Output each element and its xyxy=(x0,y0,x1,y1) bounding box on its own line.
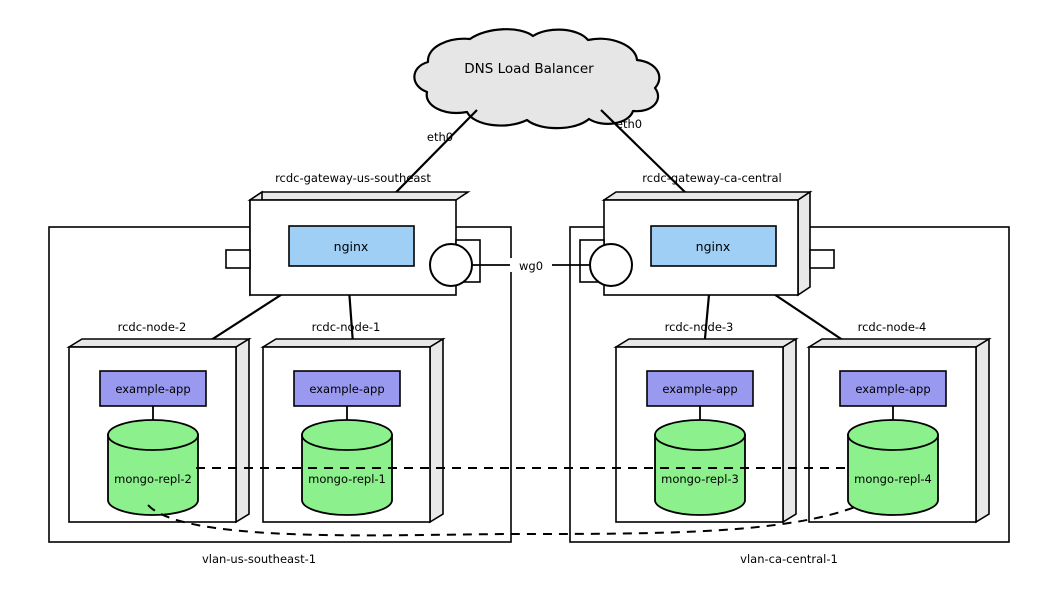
dns-load-balancer-cloud: DNS Load Balancer xyxy=(413,28,661,130)
node-rcdc-node-4[interactable]: rcdc-node-4 example-app mongo-repl-4 xyxy=(806,320,992,524)
link-eth0-left-label: eth0 xyxy=(427,130,453,144)
gateway-right-label: rcdc-gateway-ca-central xyxy=(642,171,781,185)
link-wg0-label: wg0 xyxy=(519,259,543,273)
mongo-replication-link-curved xyxy=(147,504,861,537)
cloud-label: DNS Load Balancer xyxy=(464,61,594,77)
gateway-left-nginx-box[interactable] xyxy=(288,225,415,267)
gateway-left[interactable]: rcdc-gateway-us-southeast nginx xyxy=(225,171,481,297)
node-4-app-box[interactable] xyxy=(839,370,947,407)
node-4-db-label: mongo-repl-4 xyxy=(854,472,932,486)
node-3-db-cylinder[interactable] xyxy=(654,419,746,516)
vlan-left-label: vlan-us-southeast-1 xyxy=(202,552,316,566)
node-4-db-cylinder[interactable] xyxy=(847,419,939,516)
gateway-left-wg-interface[interactable] xyxy=(429,243,473,287)
node-3-app-label: example-app xyxy=(662,382,737,396)
link-eth0-right-label: eth0 xyxy=(616,117,642,131)
node-rcdc-node-1-label: rcdc-node-1 xyxy=(312,320,381,334)
gateway-right-nginx-label: nginx xyxy=(696,239,731,254)
node-2-app-label: example-app xyxy=(115,382,190,396)
node-rcdc-node-3-label: rcdc-node-3 xyxy=(665,320,734,334)
gateway-right[interactable]: rcdc-gateway-ca-central nginx xyxy=(579,171,835,297)
node-2-db-cylinder[interactable] xyxy=(107,419,199,516)
node-1-app-label: example-app xyxy=(309,382,384,396)
node-3-db-label: mongo-repl-3 xyxy=(661,472,739,486)
node-1-app-box[interactable] xyxy=(293,370,401,407)
node-rcdc-node-4-label: rcdc-node-4 xyxy=(858,320,927,334)
gateway-right-nginx-box[interactable] xyxy=(650,225,777,267)
gateway-left-label: rcdc-gateway-us-southeast xyxy=(275,171,431,185)
vlan-right-label: vlan-ca-central-1 xyxy=(740,552,838,566)
gateway-left-nginx-label: nginx xyxy=(334,239,369,254)
node-2-db-label: mongo-repl-2 xyxy=(114,472,192,486)
node-1-db-label: mongo-repl-1 xyxy=(308,472,386,486)
node-rcdc-node-1[interactable]: rcdc-node-1 example-app mongo-repl-1 xyxy=(260,320,446,524)
node-4-app-label: example-app xyxy=(855,382,930,396)
node-1-db-cylinder[interactable] xyxy=(301,419,393,516)
node-2-app-box[interactable] xyxy=(99,370,207,407)
node-rcdc-node-3[interactable]: rcdc-node-3 example-app mongo-repl-3 xyxy=(613,320,799,524)
node-rcdc-node-2[interactable]: rcdc-node-2 example-app mongo-repl-2 xyxy=(66,320,252,524)
node-3-app-box[interactable] xyxy=(646,370,754,407)
node-rcdc-node-2-label: rcdc-node-2 xyxy=(118,320,187,334)
gateway-right-wg-interface[interactable] xyxy=(589,243,633,287)
